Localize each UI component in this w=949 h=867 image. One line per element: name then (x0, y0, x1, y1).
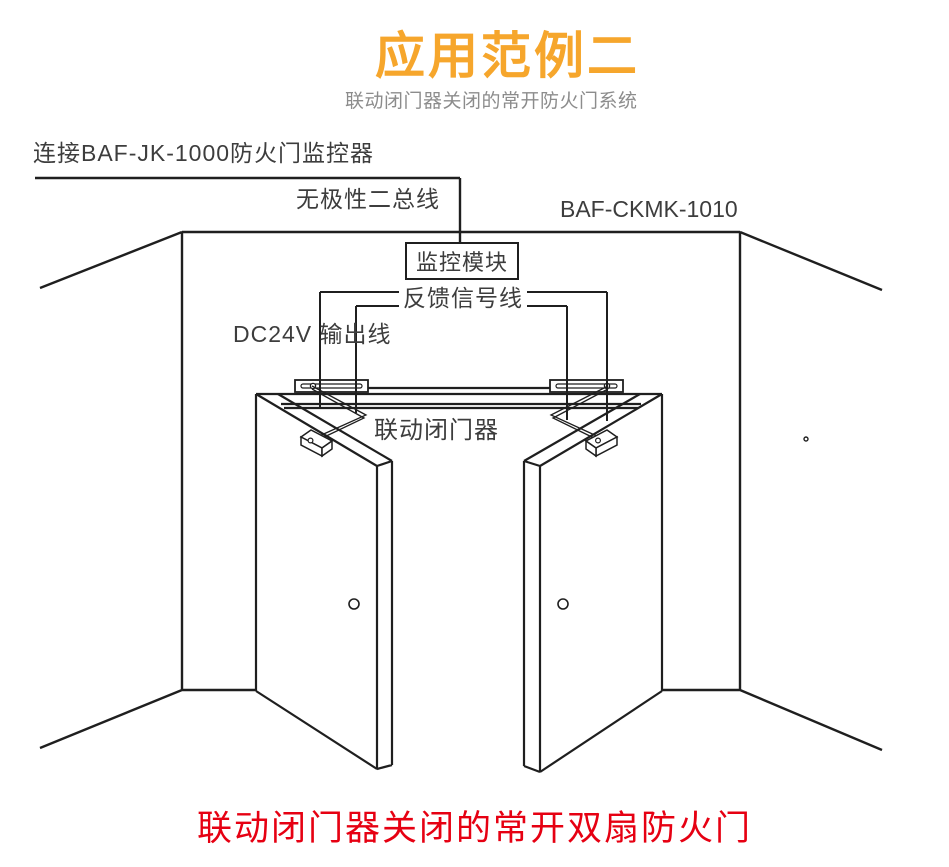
right-door (522, 393, 664, 774)
left-door (254, 393, 394, 771)
label-bus-line: 无极性二总线 (296, 186, 440, 212)
left-door-knob (348, 598, 360, 610)
left-door-closer (294, 379, 369, 393)
label-dc24v-output-line: DC24V 输出线 (233, 321, 392, 347)
right-closer-arm (549, 385, 609, 441)
monitor-module-label: 监控模块 (415, 250, 508, 275)
label-monitor-connection: 连接BAF-JK-1000防火门监控器 (33, 140, 375, 166)
left-arm-bracket (299, 429, 334, 458)
label-linked-door-closer: 联动闭门器 (374, 417, 499, 444)
page-title: 应用范例二 (375, 28, 640, 84)
door-frame-lintel (256, 386, 662, 410)
left-closer-arm (311, 385, 368, 441)
page-subtitle: 联动闭门器关闭的常开防火门系统 (345, 91, 638, 112)
right-door-closer (549, 379, 624, 393)
wiring-bus-line (35, 176, 462, 243)
wall-dot (803, 436, 809, 442)
bottom-caption: 联动闭门器关闭的常开双扇防火门 (196, 809, 752, 848)
wiring-closer-lines (319, 291, 608, 421)
label-product-model: BAF-CKMK-1010 (560, 196, 738, 222)
label-feedback-signal-line: 反馈信号线 (399, 285, 527, 312)
right-door-knob (557, 598, 569, 610)
monitor-module-box: 监控模块 (405, 242, 519, 280)
right-arm-bracket (584, 429, 619, 458)
